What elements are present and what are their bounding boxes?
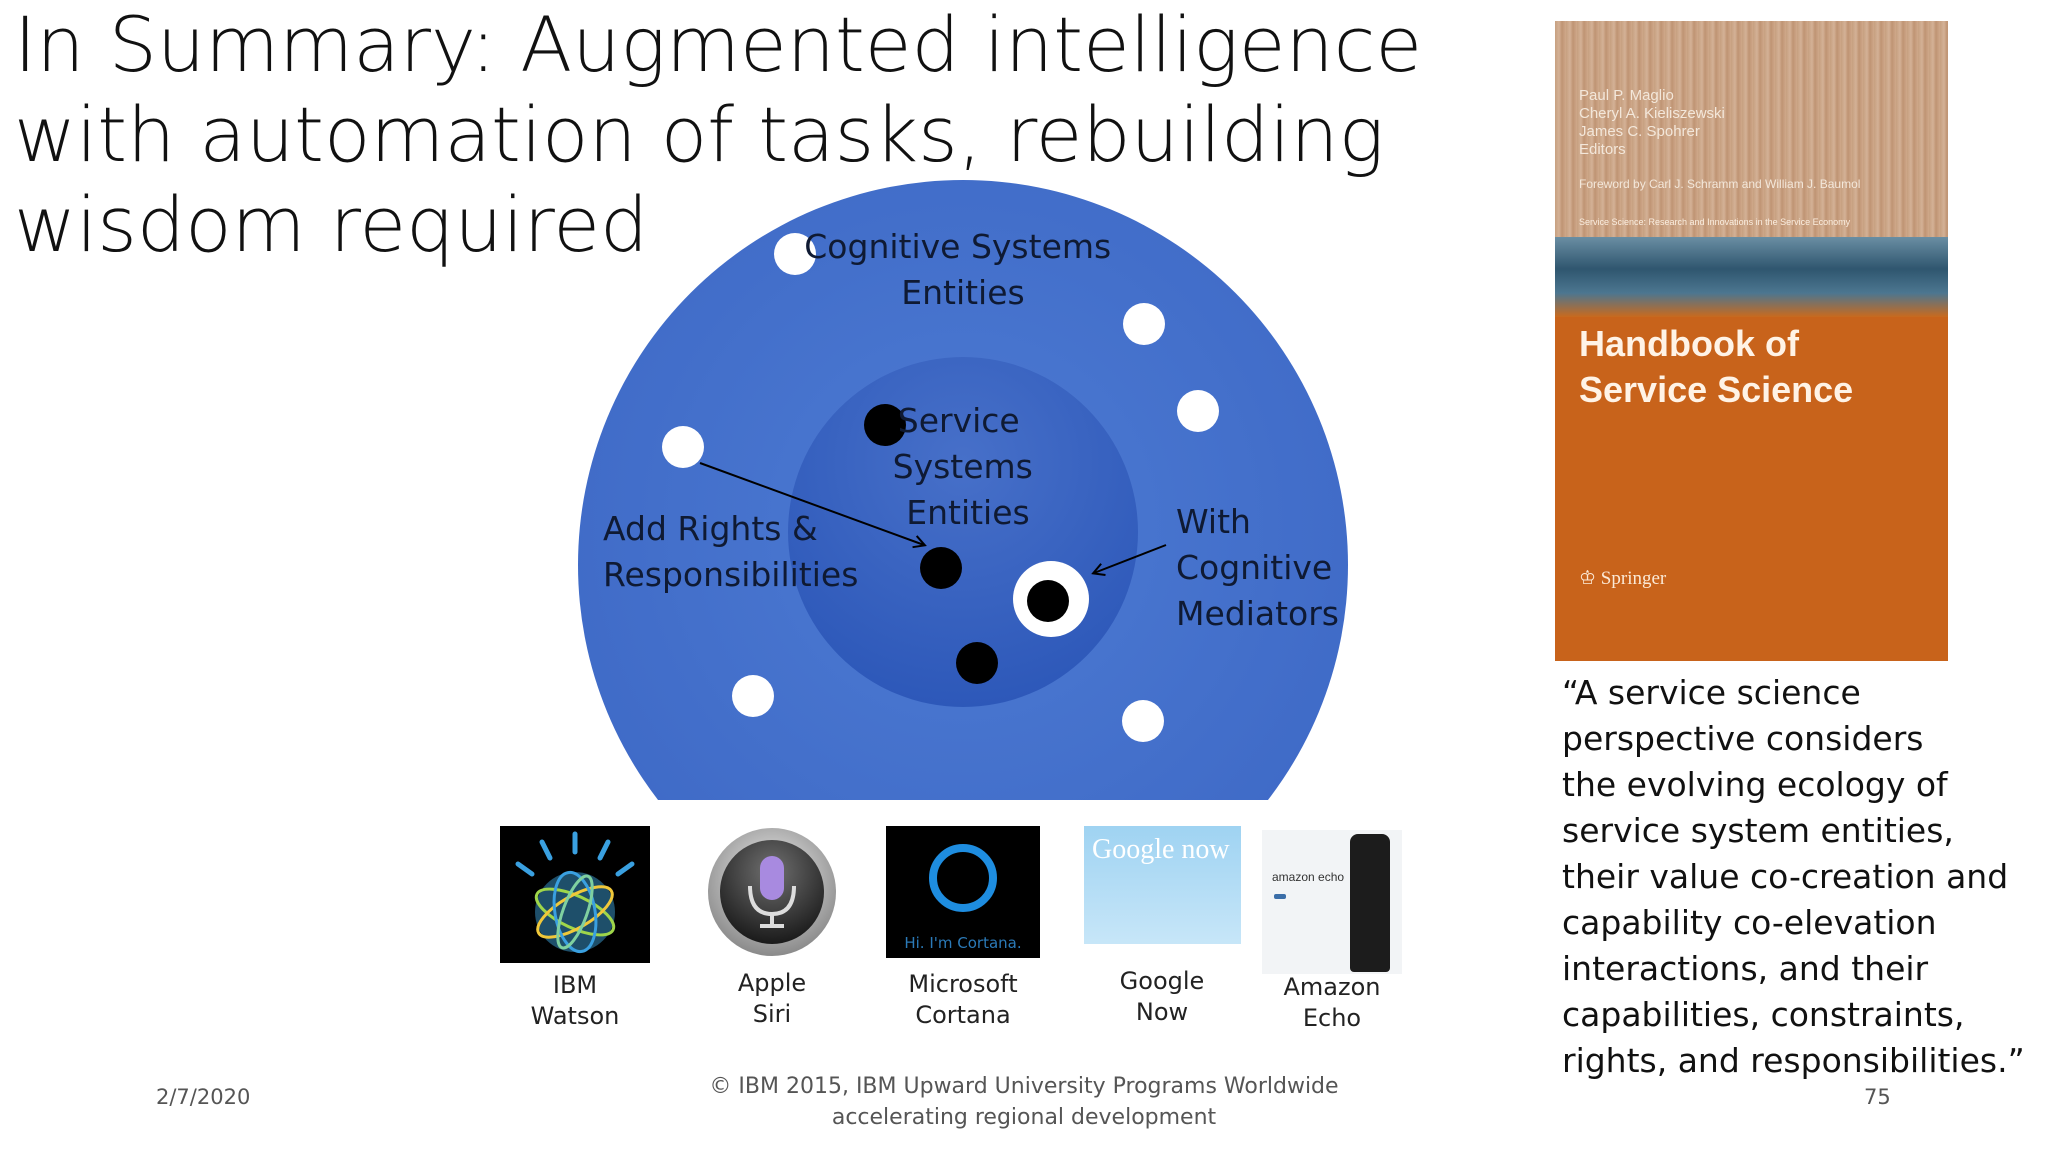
assistant-label-cortana: Microsoft Cortana bbox=[908, 970, 1018, 1029]
springer-logo-icon: ♔ bbox=[1579, 568, 1597, 589]
book-editor: James C. Spohrer bbox=[1579, 123, 1700, 140]
slide-title: In Summary: Augmented intelligence with … bbox=[14, 0, 1423, 270]
title-line: In Summary: Augmented intelligence bbox=[14, 0, 1423, 89]
rights-arrow bbox=[699, 462, 924, 545]
cognitive-entity-dot bbox=[1123, 303, 1165, 345]
book-cover: Paul P. Maglio Cheryl A. Kieliszewski Ja… bbox=[1555, 21, 1948, 661]
title-line: with automation of tasks, rebuilding bbox=[14, 90, 1385, 179]
quote-line: their value co-creation and bbox=[1562, 857, 2009, 896]
mediated-entity-ring bbox=[1013, 561, 1089, 637]
quote-line: the evolving ecology of bbox=[1562, 765, 1948, 804]
cognitive-entity-dot bbox=[1122, 700, 1164, 742]
assistant-label-siri: Apple Siri bbox=[737, 969, 807, 1028]
google-now-icon: Google now bbox=[1084, 826, 1241, 944]
quote-line: interactions, and their bbox=[1562, 949, 1929, 988]
book-title: Handbook of Service Science bbox=[1579, 323, 1854, 410]
assistant-label-google-now: Google Now bbox=[1119, 967, 1205, 1026]
left-label: Add Rights & Responsibilities bbox=[603, 509, 858, 594]
siri-microphone-icon bbox=[706, 826, 838, 958]
mediated-entity-dot bbox=[1027, 580, 1069, 622]
cortana-ring-icon: Hi. I'm Cortana. bbox=[886, 826, 1040, 958]
book-series: Service Science: Research and Innovation… bbox=[1579, 217, 1851, 227]
echo-caption: amazon echo bbox=[1272, 870, 1345, 884]
quote-line: service system entities, bbox=[1562, 811, 1954, 850]
title-line: wisdom required bbox=[14, 180, 649, 269]
service-entity-dot bbox=[956, 642, 998, 684]
book-editors: Paul P. Maglio Cheryl A. Kieliszewski Ja… bbox=[1579, 87, 1725, 159]
cortana-caption: Hi. I'm Cortana. bbox=[904, 934, 1021, 952]
ibm-watson-globe-icon bbox=[500, 826, 650, 963]
quote-line: “A service science bbox=[1562, 673, 1861, 712]
footer-copyright: © IBM 2015, IBM Upward University Progra… bbox=[709, 1074, 1339, 1130]
assistant-label-echo: Amazon Echo bbox=[1283, 973, 1381, 1032]
book-editor: Editors bbox=[1579, 141, 1626, 158]
book-foreword: Foreword by Carl J. Schramm and William … bbox=[1579, 177, 1861, 191]
quote-line: rights, and responsibilities.” bbox=[1562, 1041, 2025, 1080]
book-publisher: ♔ Springer bbox=[1579, 568, 1667, 589]
cognitive-entity-dot bbox=[662, 426, 704, 468]
service-entity-dot bbox=[920, 547, 962, 589]
service-entity-dot bbox=[864, 404, 906, 446]
service-science-quote: “A service science perspective considers… bbox=[1562, 670, 2042, 1084]
footer-page-number: 75 bbox=[1864, 1085, 1891, 1109]
cognitive-entity-dot bbox=[732, 675, 774, 717]
service-systems-circle bbox=[788, 357, 1138, 707]
right-label: With Cognitive Mediators bbox=[1176, 502, 1343, 633]
amazon-echo-speaker-icon: amazon echo bbox=[1262, 830, 1402, 974]
mediator-arrow bbox=[1094, 544, 1167, 573]
cognitive-entity-dot bbox=[1177, 390, 1219, 432]
quote-line: capability co-elevation bbox=[1562, 903, 1937, 942]
inner-label: Service Systems Entities bbox=[893, 401, 1044, 532]
quote-line: capabilities, constraints, bbox=[1562, 995, 1965, 1034]
google-now-caption: Google now bbox=[1092, 834, 1230, 865]
book-editor: Paul P. Maglio bbox=[1579, 87, 1674, 104]
quote-line: perspective considers bbox=[1562, 719, 1924, 758]
assistant-label-watson: IBM Watson bbox=[530, 971, 620, 1030]
book-editor: Cheryl A. Kieliszewski bbox=[1579, 105, 1725, 122]
footer-date: 2/7/2020 bbox=[156, 1085, 251, 1109]
